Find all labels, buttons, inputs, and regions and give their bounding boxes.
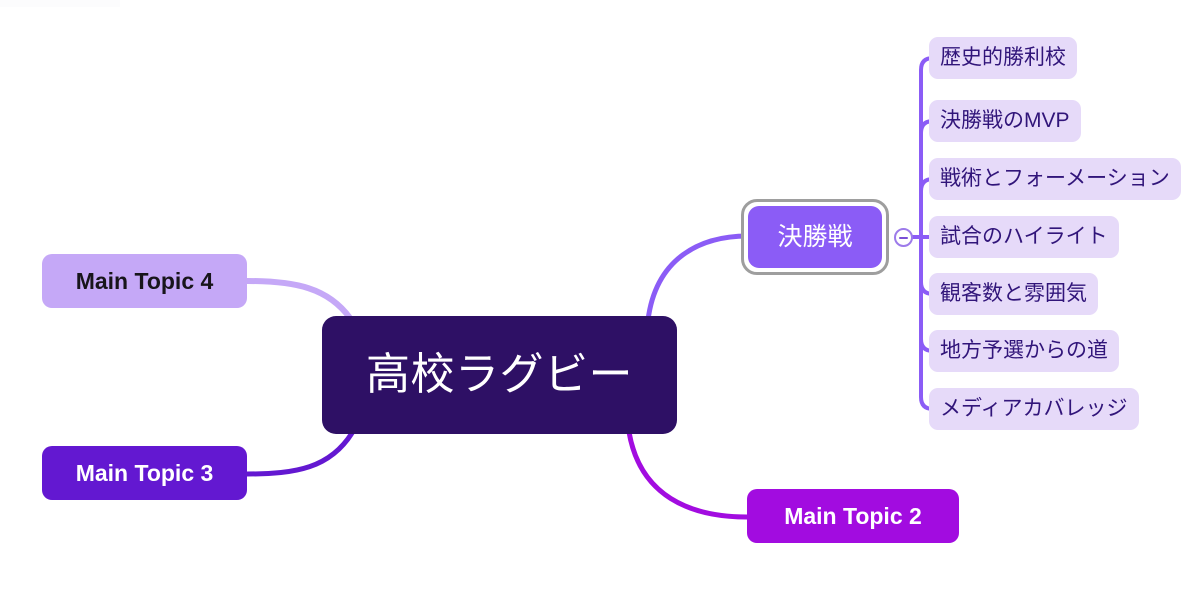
sub-topic-node-5[interactable]: 観客数と雰囲気	[929, 273, 1098, 315]
minus-icon[interactable]	[894, 228, 913, 247]
sub-topic-node-2-label: 決勝戦のMVP	[940, 108, 1070, 132]
edge-final-to-child-7	[919, 235, 935, 411]
edge-root-to-final	[645, 233, 751, 323]
sub-topic-node-6-label: 地方予選からの道	[940, 338, 1108, 362]
sub-topic-node-7-label: メディアカバレッジ	[940, 396, 1128, 420]
root-node-high-school-rugby[interactable]: 高校ラグビー	[322, 316, 677, 434]
edge-final-to-child-1	[919, 56, 935, 239]
main-topic-node-3-label: Main Topic 3	[75, 459, 214, 486]
sub-topic-node-4-label: 試合のハイライト	[940, 224, 1108, 248]
main-topic-node-4-label: Main Topic 4	[75, 267, 214, 294]
sub-topic-node-5-label: 観客数と雰囲気	[940, 281, 1087, 305]
edge-root-to-main-topic-4	[244, 278, 353, 321]
sub-topic-node-2[interactable]: 決勝戦のMVP	[929, 100, 1081, 142]
sub-topic-node-3-label: 戦術とフォーメーション	[940, 166, 1170, 190]
sub-topic-node-7[interactable]: メディアカバレッジ	[929, 388, 1139, 430]
sub-topic-node-1-label: 歴史的勝利校	[940, 45, 1066, 69]
sub-topic-node-6[interactable]: 地方予選からの道	[929, 330, 1119, 372]
main-topic-node-4[interactable]: Main Topic 4	[42, 254, 247, 308]
edge-root-to-main-topic-3	[244, 430, 355, 477]
root-node-label: 高校ラグビー	[366, 349, 633, 399]
sub-topic-node-3[interactable]: 戦術とフォーメーション	[929, 158, 1181, 200]
main-topic-node-final-match[interactable]: 決勝戦	[748, 206, 882, 268]
sub-topic-node-1[interactable]: 歴史的勝利校	[929, 37, 1077, 79]
main-topic-node-final-match-label: 決勝戦	[777, 222, 853, 251]
main-topic-node-2-label: Main Topic 2	[784, 502, 922, 529]
minus-icon-bar	[899, 236, 908, 239]
top-edge-strip	[0, 0, 120, 7]
main-topic-node-2[interactable]: Main Topic 2	[747, 489, 959, 543]
main-topic-node-3[interactable]: Main Topic 3	[42, 446, 247, 500]
edge-root-to-main-topic-2	[626, 429, 750, 520]
sub-topic-node-4[interactable]: 試合のハイライト	[929, 216, 1119, 258]
